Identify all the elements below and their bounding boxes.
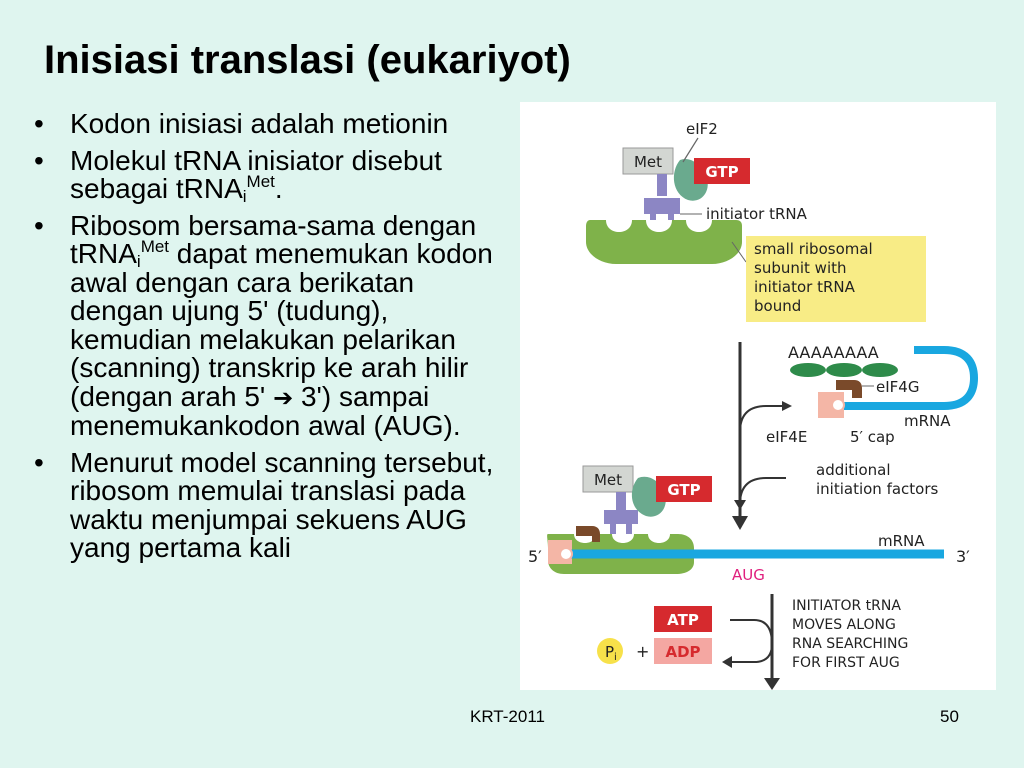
gtp-label: GTP — [705, 163, 738, 181]
bullet-text: Ribosom bersama-sama dengan tRNA — [70, 209, 477, 269]
adp-label: ADP — [665, 643, 700, 661]
bullet-text-mid: dapat menemukan kodon awal dengan cara b… — [70, 238, 493, 412]
footer-label: KRT-2011 — [470, 707, 545, 726]
page-number: 50 — [940, 707, 959, 726]
five-cap-label: 5′ cap — [850, 428, 895, 446]
met-label: Met — [634, 153, 662, 171]
trna-subscript: i — [242, 187, 247, 206]
scanning-line: MOVES ALONG — [792, 617, 896, 633]
scan-arrow-head — [764, 678, 780, 690]
subunit-pointer — [731, 241, 747, 263]
five-prime-label: 5′ — [528, 547, 542, 566]
plus-sign: + — [636, 642, 649, 661]
pabp-protein — [790, 363, 826, 377]
atp-box — [654, 606, 712, 632]
atp-cycle-arrow-head — [722, 656, 732, 668]
eif2-label: eIF2 — [686, 120, 718, 138]
aug-label: AUG — [732, 566, 765, 584]
poly-a-label: AAAAAAAA — [788, 343, 879, 362]
bullet-item: • Kodon inisiasi adalah metionin — [34, 108, 504, 139]
mrna-loop — [844, 346, 979, 410]
bullet-text-end: . — [274, 173, 283, 204]
bullet-text-end: 3') sampai menemukankodon awal (AUG). — [70, 380, 461, 441]
pi-letter: P — [605, 643, 614, 661]
translation-initiation-figure: Met eIF2 GTP initiator tRNA small riboso… — [520, 102, 996, 690]
bullet-symbol: • — [34, 446, 44, 478]
scanning-line: FOR FIRST AUG — [792, 655, 900, 671]
mrna-label-mid: mRNA — [904, 412, 951, 430]
adp-box — [654, 638, 712, 664]
branch-arrow-head — [782, 401, 792, 411]
five-cap-shape — [831, 398, 845, 412]
bullet-list: • Kodon inisiasi adalah metionin • Molek… — [34, 108, 504, 571]
bullet-symbol: • — [34, 209, 44, 241]
caption-line: subunit with — [754, 259, 847, 277]
eif4e-label: eIF4E — [766, 428, 807, 446]
initiator-trna-label: initiator tRNA — [706, 205, 808, 223]
trna-superscript: Met — [140, 237, 170, 256]
pi-label: Pi — [605, 643, 617, 663]
atp-cycle-arrow — [726, 619, 774, 663]
factor-arrow — [739, 477, 786, 505]
met-label-2: Met — [594, 471, 622, 489]
gtp-box-2 — [656, 476, 712, 502]
trna-superscript: Met — [246, 172, 275, 191]
gtp-box — [694, 158, 750, 184]
subunit-sites — [606, 220, 712, 232]
three-prime-label: 3′ — [956, 547, 970, 566]
flow-arrow-head — [732, 516, 748, 530]
met-box — [622, 147, 674, 175]
initiator-trna-shape-2 — [604, 510, 638, 534]
bullet-symbol: • — [34, 144, 44, 176]
figure-diagram: Met eIF2 GTP initiator tRNA small riboso… — [528, 120, 979, 690]
eif2-pointer — [682, 137, 699, 163]
factors-line: initiation factors — [816, 480, 939, 498]
initiator-trna-shape — [644, 198, 680, 224]
caption-line: small ribosomal — [754, 240, 873, 258]
bullet-text: Menurut model scanning tersebut, ribosom… — [70, 446, 494, 563]
factor-arrow-head — [734, 500, 746, 510]
eif4g-shape — [836, 380, 862, 398]
trna-stem — [657, 174, 667, 196]
bullet-text: Molekul tRNA inisiator disebut sebagai t… — [70, 144, 442, 204]
caption-line: bound — [754, 297, 801, 315]
pabp-protein — [862, 363, 898, 377]
scanning-line: INITIATOR tRNA — [792, 598, 901, 614]
mrna-label-lower: mRNA — [878, 532, 925, 550]
bullet-symbol: • — [34, 108, 44, 139]
small-subunit-caption: small ribosomal subunit with initiator t… — [754, 240, 878, 315]
met-box-2 — [582, 465, 634, 493]
trna-subscript: i — [136, 252, 141, 271]
bullet-item: • Menurut model scanning tersebut, ribos… — [34, 446, 504, 563]
arrow-right-icon: ➔ — [273, 383, 294, 412]
subunit-sites-2 — [574, 534, 670, 543]
trna-stem-2 — [616, 492, 626, 510]
additional-factors-label: additional initiation factors — [816, 461, 939, 498]
slide-title: Inisiasi translasi (eukariyot) — [44, 38, 571, 82]
bullet-item: • Ribosom bersama-sama dengan tRNAiMet d… — [34, 209, 504, 441]
gtp-label-2: GTP — [667, 481, 700, 499]
eif4g-label: eIF4G — [876, 378, 919, 396]
bullet-item: • Molekul tRNA inisiator disebut sebagai… — [34, 144, 504, 206]
atp-label: ATP — [667, 611, 699, 629]
mrna-loop-gaps — [958, 364, 968, 396]
bullet-text: Kodon inisiasi adalah metionin — [70, 108, 449, 139]
branch-arrow — [739, 405, 784, 433]
factors-line: additional — [816, 461, 891, 479]
small-subunit-caption-box — [746, 236, 926, 322]
phosphate-circle — [597, 638, 623, 664]
pabp-protein — [826, 363, 862, 377]
scanning-line: RNA SEARCHING — [792, 636, 908, 652]
scanning-caption: INITIATOR tRNA MOVES ALONG RNA SEARCHING… — [792, 598, 913, 671]
pi-subscript: i — [614, 652, 617, 663]
five-cap-shape-2 — [559, 547, 573, 561]
caption-line: initiator tRNA — [754, 278, 856, 296]
eif4g-shape-2 — [576, 526, 600, 542]
